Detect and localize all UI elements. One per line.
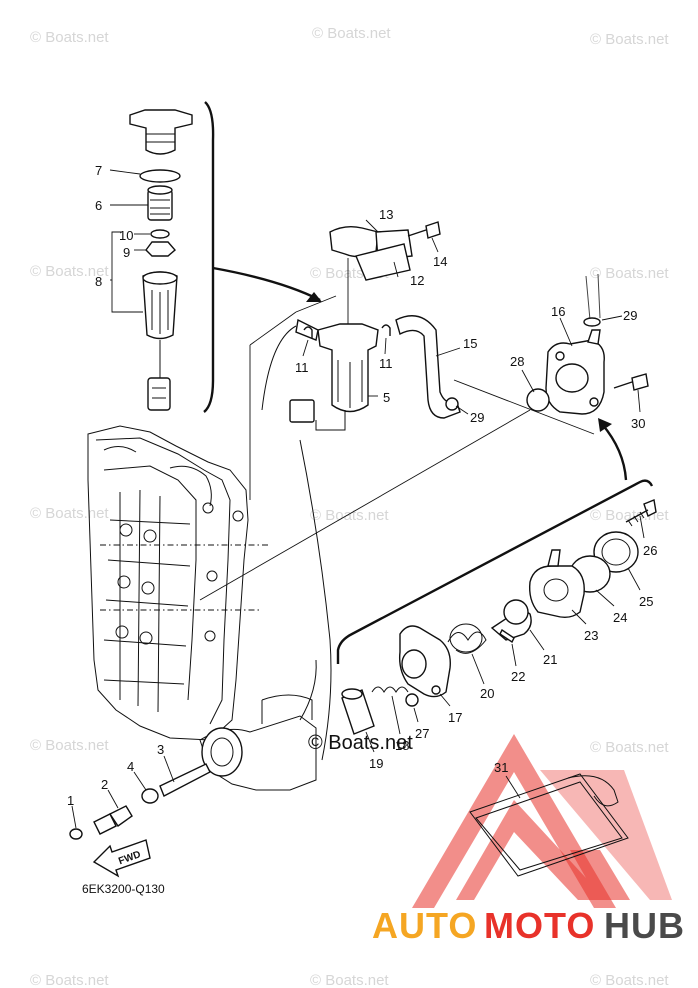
fitting-icon [108, 805, 133, 827]
hose-clip-icon [381, 324, 391, 336]
callout-30: 30 [631, 416, 645, 431]
watermark: © Boats.net [590, 507, 669, 524]
watermark: © Boats.net [30, 505, 109, 522]
callout-3: 3 [157, 742, 164, 757]
callout-9: 9 [123, 245, 130, 260]
diagram-code: 6EK3200-Q130 [82, 882, 165, 896]
callout-25: 25 [639, 594, 653, 609]
gear-flange-icon [201, 727, 243, 777]
callout-13: 13 [379, 207, 393, 222]
callout-28: 28 [510, 354, 524, 369]
arrow-line [601, 423, 628, 481]
engine-block [87, 425, 249, 741]
bolt-icon [625, 499, 657, 523]
watermark: © Boats.net [590, 972, 669, 988]
shaft-parts: 3 4 2 1 [67, 742, 211, 840]
callout-11-left: 11 [295, 360, 309, 375]
watermark: © Boats.net [30, 263, 109, 280]
watermark: © Boats.net [310, 972, 389, 988]
fwd-arrow: FWD [92, 839, 151, 878]
hose-clip-icon [303, 326, 313, 338]
callout-7: 7 [95, 163, 102, 178]
callout-1: 1 [67, 793, 74, 808]
callout-20: 20 [480, 686, 494, 701]
brand-logo [412, 734, 672, 908]
bolt-icon [613, 373, 649, 391]
watermark: © Boats.net [590, 739, 669, 756]
brand-hub: HUB [604, 905, 685, 946]
connector-icon [289, 399, 315, 423]
callout-29-lower: 29 [470, 410, 484, 425]
watermark: © Boats.net [30, 29, 109, 46]
arrow-head-icon [306, 292, 322, 302]
clip-icon [583, 317, 601, 327]
fuel-filter-icon [317, 323, 379, 413]
callout-12: 12 [410, 273, 424, 288]
callout-15: 15 [463, 336, 477, 351]
watermark: © Boats.net [590, 31, 669, 48]
callout-22: 22 [511, 669, 525, 684]
callout-27: 27 [415, 726, 429, 741]
callout-23: 23 [584, 628, 598, 643]
callout-5: 5 [383, 390, 390, 405]
filter-assembly-group: 7 6 10 9 8 [95, 101, 215, 413]
brand-auto: AUTO [372, 905, 477, 946]
watermark: © Boats.net [310, 507, 389, 524]
callout-6: 6 [95, 198, 102, 213]
pump-exploded-group: 26 25 24 23 21 22 20 17 27 18 19 [336, 479, 657, 771]
screw-icon [69, 828, 83, 840]
callout-14: 14 [433, 254, 447, 269]
watermark: © Boats.net [30, 737, 109, 754]
pouch-part: 31 [469, 760, 629, 877]
callout-18: 18 [395, 738, 409, 753]
fuel-pump-group: 16 29 28 30 [453, 273, 649, 435]
brand-moto: MOTO [484, 905, 595, 946]
callout-11-right: 11 [379, 356, 393, 371]
lower-unit [199, 659, 317, 791]
group-bracket [336, 479, 654, 664]
clip-icon [445, 397, 459, 411]
callout-16: 16 [551, 304, 565, 319]
center-watermark: © Boats.net [308, 732, 413, 754]
group-bracket [203, 101, 215, 413]
spring-icon [447, 631, 487, 654]
watermark: © Boats.net [312, 25, 391, 42]
pin-icon [499, 628, 515, 644]
gasket-icon [526, 388, 550, 412]
sensor-connector-icon [147, 377, 171, 411]
fuel-hose-icon [395, 315, 461, 419]
callout-26: 26 [643, 543, 657, 558]
filter-cap-icon [129, 109, 193, 155]
callout-4: 4 [127, 759, 134, 774]
nut-icon [141, 788, 159, 804]
callout-2: 2 [101, 777, 108, 792]
callout-8: 8 [95, 274, 102, 289]
pump-body-icon [528, 565, 585, 619]
watermark-grid: © Boats.net © Boats.net © Boats.net © Bo… [30, 25, 669, 988]
callout-29-upper: 29 [623, 308, 637, 323]
float-icon [150, 229, 170, 239]
arrow-head-icon [598, 418, 612, 432]
bolt-icon [407, 221, 441, 239]
forward-arrow-icon [92, 839, 151, 878]
callout-31: 31 [494, 760, 508, 775]
nut-icon [405, 693, 419, 707]
spring-icon [371, 686, 409, 693]
pouch-icon [469, 773, 629, 877]
callout-24: 24 [613, 610, 627, 625]
o-ring-icon [139, 169, 181, 183]
callout-19: 19 [369, 756, 383, 771]
arrow-line [212, 266, 321, 302]
float-seat-icon [145, 241, 176, 257]
shaft-icon [159, 763, 211, 797]
fuel-filter-group: 13 14 12 11 11 5 15 29 [249, 207, 484, 431]
callout-21: 21 [543, 652, 557, 667]
brand-wordmark: AUTO MOTO HUB [372, 905, 685, 946]
callout-10: 10 [119, 228, 133, 243]
callout-17: 17 [448, 710, 462, 725]
watermark: © Boats.net [30, 972, 109, 988]
watermark: © Boats.net [590, 265, 669, 282]
